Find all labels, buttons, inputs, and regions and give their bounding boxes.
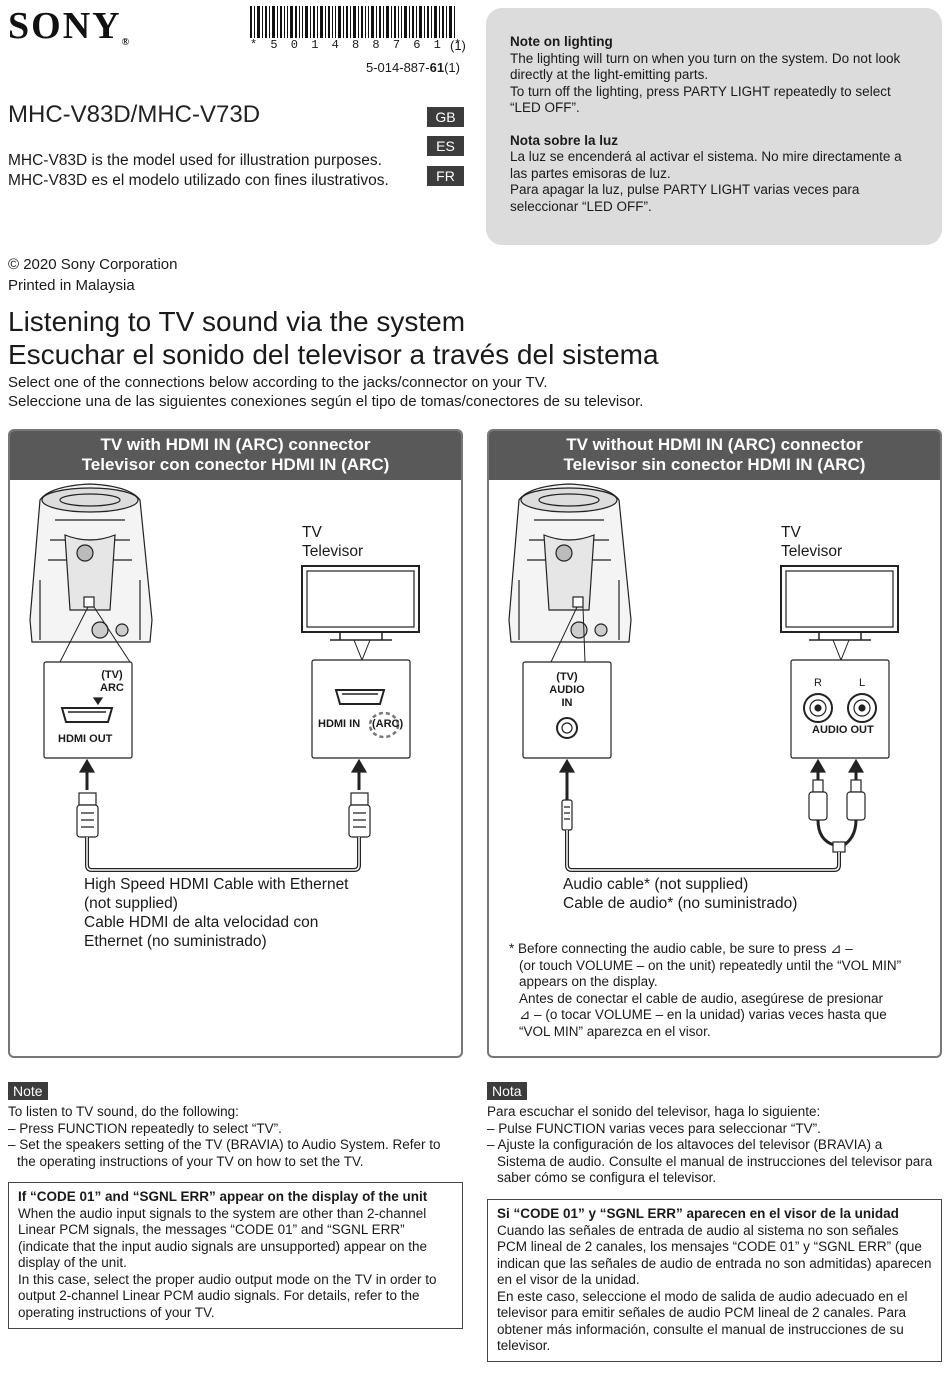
hdmi-out-label: HDMI OUT	[58, 733, 113, 745]
hdmi-out-tv-label: (TV) ARC	[100, 669, 124, 694]
intro-text: Select one of the connections below acco…	[8, 374, 644, 410]
note-text-es: Para escuchar el sonido del televisor, h…	[487, 1104, 933, 1185]
audio-in-label: (TV) AUDIO IN	[549, 671, 585, 709]
language-badge-es: ES	[427, 136, 464, 156]
hdmi-connection-diagram	[29, 483, 420, 872]
panel-hdmi-arc: TV with HDMI IN (ARC) connector Televiso…	[8, 429, 463, 1058]
analog-connection-diagram	[508, 483, 899, 872]
model-name: MHC-V83D/MHC-V73D	[8, 101, 261, 128]
panel-analog-audio-header: TV without HDMI IN (ARC) connector Telev…	[489, 431, 940, 480]
tv-label: TV Televisor	[781, 524, 843, 560]
arc-label: (ARC)	[372, 718, 404, 730]
nota-badge: Nota	[487, 1082, 527, 1100]
audio-out-r-label: R	[814, 677, 822, 689]
code01-box-es: Si “CODE 01” y “SGNL ERR” aparecen en el…	[487, 1199, 942, 1362]
language-badge-gb: GB	[427, 107, 464, 127]
barcode-digits: * 5 0 1 4 8 8 7 6 1 *	[250, 38, 465, 52]
audio-cable-label: Audio cable* (not supplied) Cable de aud…	[563, 876, 798, 912]
lighting-note-box: Note on lighting The lighting will turn …	[486, 8, 942, 245]
panel-hdmi-arc-header: TV with HDMI IN (ARC) connector Televiso…	[10, 431, 461, 480]
part-number: 5-014-887-61(1)	[366, 60, 460, 75]
hdmi-in-label: HDMI IN	[318, 718, 361, 730]
barcode-image	[250, 6, 455, 38]
language-badge-fr: FR	[427, 166, 464, 186]
tv-label: TV Televisor	[302, 524, 364, 560]
audio-cable-footnote: * Before connecting the audio cable, be …	[509, 941, 902, 1039]
sony-logo: SONY®	[8, 5, 130, 48]
panel-analog-audio: TV without HDMI IN (ARC) connector Telev…	[487, 429, 942, 1058]
note-badge: Note	[8, 1082, 48, 1100]
code01-box-en: If “CODE 01” and “SGNL ERR” appear on th…	[8, 1182, 463, 1329]
barcode-suffix: (1)	[450, 38, 466, 53]
usage-note: MHC-V83D is the model used for illustrat…	[8, 152, 389, 189]
page-title: Listening to TV sound via the system Esc…	[8, 306, 659, 370]
hdmi-cable-label: High Speed HDMI Cable with Ethernet (not…	[84, 876, 349, 950]
note-text-en: To listen to TV sound, do the following:…	[8, 1104, 441, 1169]
audio-out-label: AUDIO OUT	[812, 724, 874, 736]
copyright: © 2020 Sony Corporation Printed in Malay…	[8, 256, 178, 294]
audio-out-l-label: L	[859, 677, 866, 689]
